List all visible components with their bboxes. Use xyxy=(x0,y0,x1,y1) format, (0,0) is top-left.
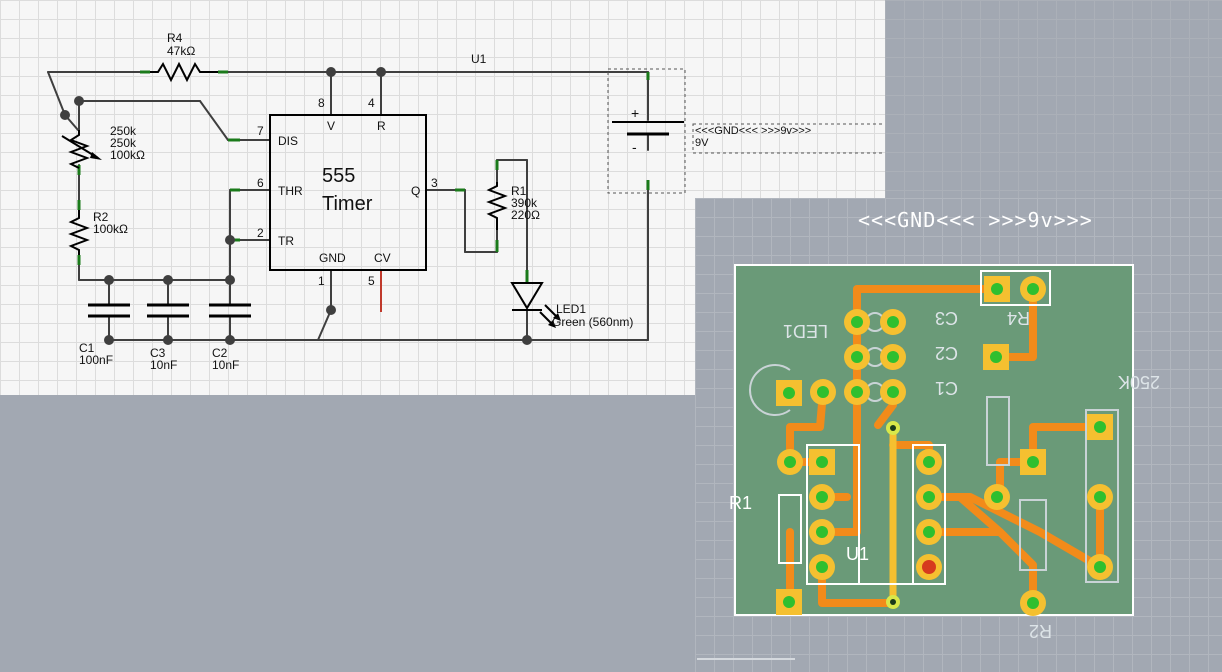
pin-number-7: 7 xyxy=(257,124,264,138)
pin-label-v: V xyxy=(327,119,335,133)
silkscreen-outlines xyxy=(778,270,1051,585)
pot-line1: 250k xyxy=(110,124,137,138)
pot-line3: 100kΩ xyxy=(110,148,145,162)
pcb-label-r2: R2 xyxy=(1029,621,1052,641)
pcb-label-r4: R4 xyxy=(1007,308,1030,328)
capacitor-symbols[interactable] xyxy=(88,303,251,318)
pcb-label-led1: LED1 xyxy=(783,321,828,341)
pcb-silk-title: <<<GND<<< >>>9v>>> xyxy=(858,208,1093,232)
pin-label-dis: DIS xyxy=(278,134,298,148)
battery-voltage: 9V xyxy=(695,137,709,149)
c1-ref: C1 xyxy=(79,341,95,355)
schematic-canvas[interactable]: R4 47kΩ U1 250k 250k 100kΩ R2 100kΩ R1 3… xyxy=(0,0,885,395)
pin-label-r: R xyxy=(377,119,386,133)
pin-number-4: 4 xyxy=(368,96,375,110)
pcb-label-r1: R1 xyxy=(729,493,752,513)
u1-ref: U1 xyxy=(471,52,487,66)
r1-ref: R1 xyxy=(511,184,527,198)
pin-number-5: 5 xyxy=(368,274,375,288)
pin-number-8: 8 xyxy=(318,96,325,110)
pcb-canvas[interactable]: <<<GND<<< >>>9v>>> xyxy=(695,198,1222,672)
c3-ref: C3 xyxy=(150,346,166,360)
pin-number-3: 3 xyxy=(431,176,438,190)
battery-symbol[interactable] xyxy=(607,68,885,194)
pcb-label-c2: C2 xyxy=(935,343,958,363)
r4-value: 47kΩ xyxy=(167,44,195,58)
r2-ref: R2 xyxy=(93,210,109,224)
pad-holes xyxy=(783,283,1106,609)
r1-line1: 390k xyxy=(511,196,538,210)
pin1-marker-pad[interactable] xyxy=(922,560,936,574)
pcb-label-u1: U1 xyxy=(846,544,869,564)
pcb-label-c3: C3 xyxy=(935,308,958,328)
c2-ref: C2 xyxy=(212,346,228,360)
r4-ref: R4 xyxy=(167,31,183,45)
battery-minus: - xyxy=(632,139,637,155)
r1-line2: 220Ω xyxy=(511,208,540,222)
pcb-label-c1: C1 xyxy=(935,378,958,398)
pin-endpoints xyxy=(77,70,650,283)
pcb-label-pot: 250K xyxy=(1118,372,1160,392)
555-timer-chip[interactable] xyxy=(269,114,427,271)
pcb-view[interactable]: <<<GND<<< >>>9v>>> xyxy=(695,198,1222,672)
pin-label-cv: CV xyxy=(374,251,391,265)
led1-symbol[interactable] xyxy=(510,282,561,328)
pin-label-gnd: GND xyxy=(319,251,346,265)
chip-title-line1: 555 xyxy=(322,165,355,187)
chip-title-line2: Timer xyxy=(322,193,373,215)
junction-dots xyxy=(60,67,532,345)
r4-resistor-symbol[interactable] xyxy=(150,61,218,83)
r1-resistor-symbol[interactable] xyxy=(486,182,508,230)
battery-net-label: <<<GND<<< >>>9v>>> xyxy=(695,125,811,137)
led1-ref: LED1 xyxy=(556,302,586,316)
r2-resistor-symbol[interactable] xyxy=(68,210,90,255)
led1-value: Green (560nm) xyxy=(552,315,633,329)
vias[interactable] xyxy=(886,421,900,609)
battery-plus: + xyxy=(631,105,639,121)
schematic-view[interactable]: R4 47kΩ U1 250k 250k 100kΩ R2 100kΩ R1 3… xyxy=(0,0,885,395)
potentiometer-symbol[interactable] xyxy=(61,130,102,169)
pot-line2: 250k xyxy=(110,136,137,150)
pin-label-thr: THR xyxy=(278,184,303,198)
c3-value: 10nF xyxy=(150,358,177,372)
pin-label-q: Q xyxy=(411,184,420,198)
r2-value: 100kΩ xyxy=(93,222,128,236)
pin-number-6: 6 xyxy=(257,176,264,190)
canvas-background-grid xyxy=(885,0,1222,198)
c2-value: 10nF xyxy=(212,358,239,372)
pin-label-tr: TR xyxy=(278,234,294,248)
pin-number-2: 2 xyxy=(257,226,264,240)
c1-value: 100nF xyxy=(79,353,113,367)
pin-number-1: 1 xyxy=(318,274,325,288)
